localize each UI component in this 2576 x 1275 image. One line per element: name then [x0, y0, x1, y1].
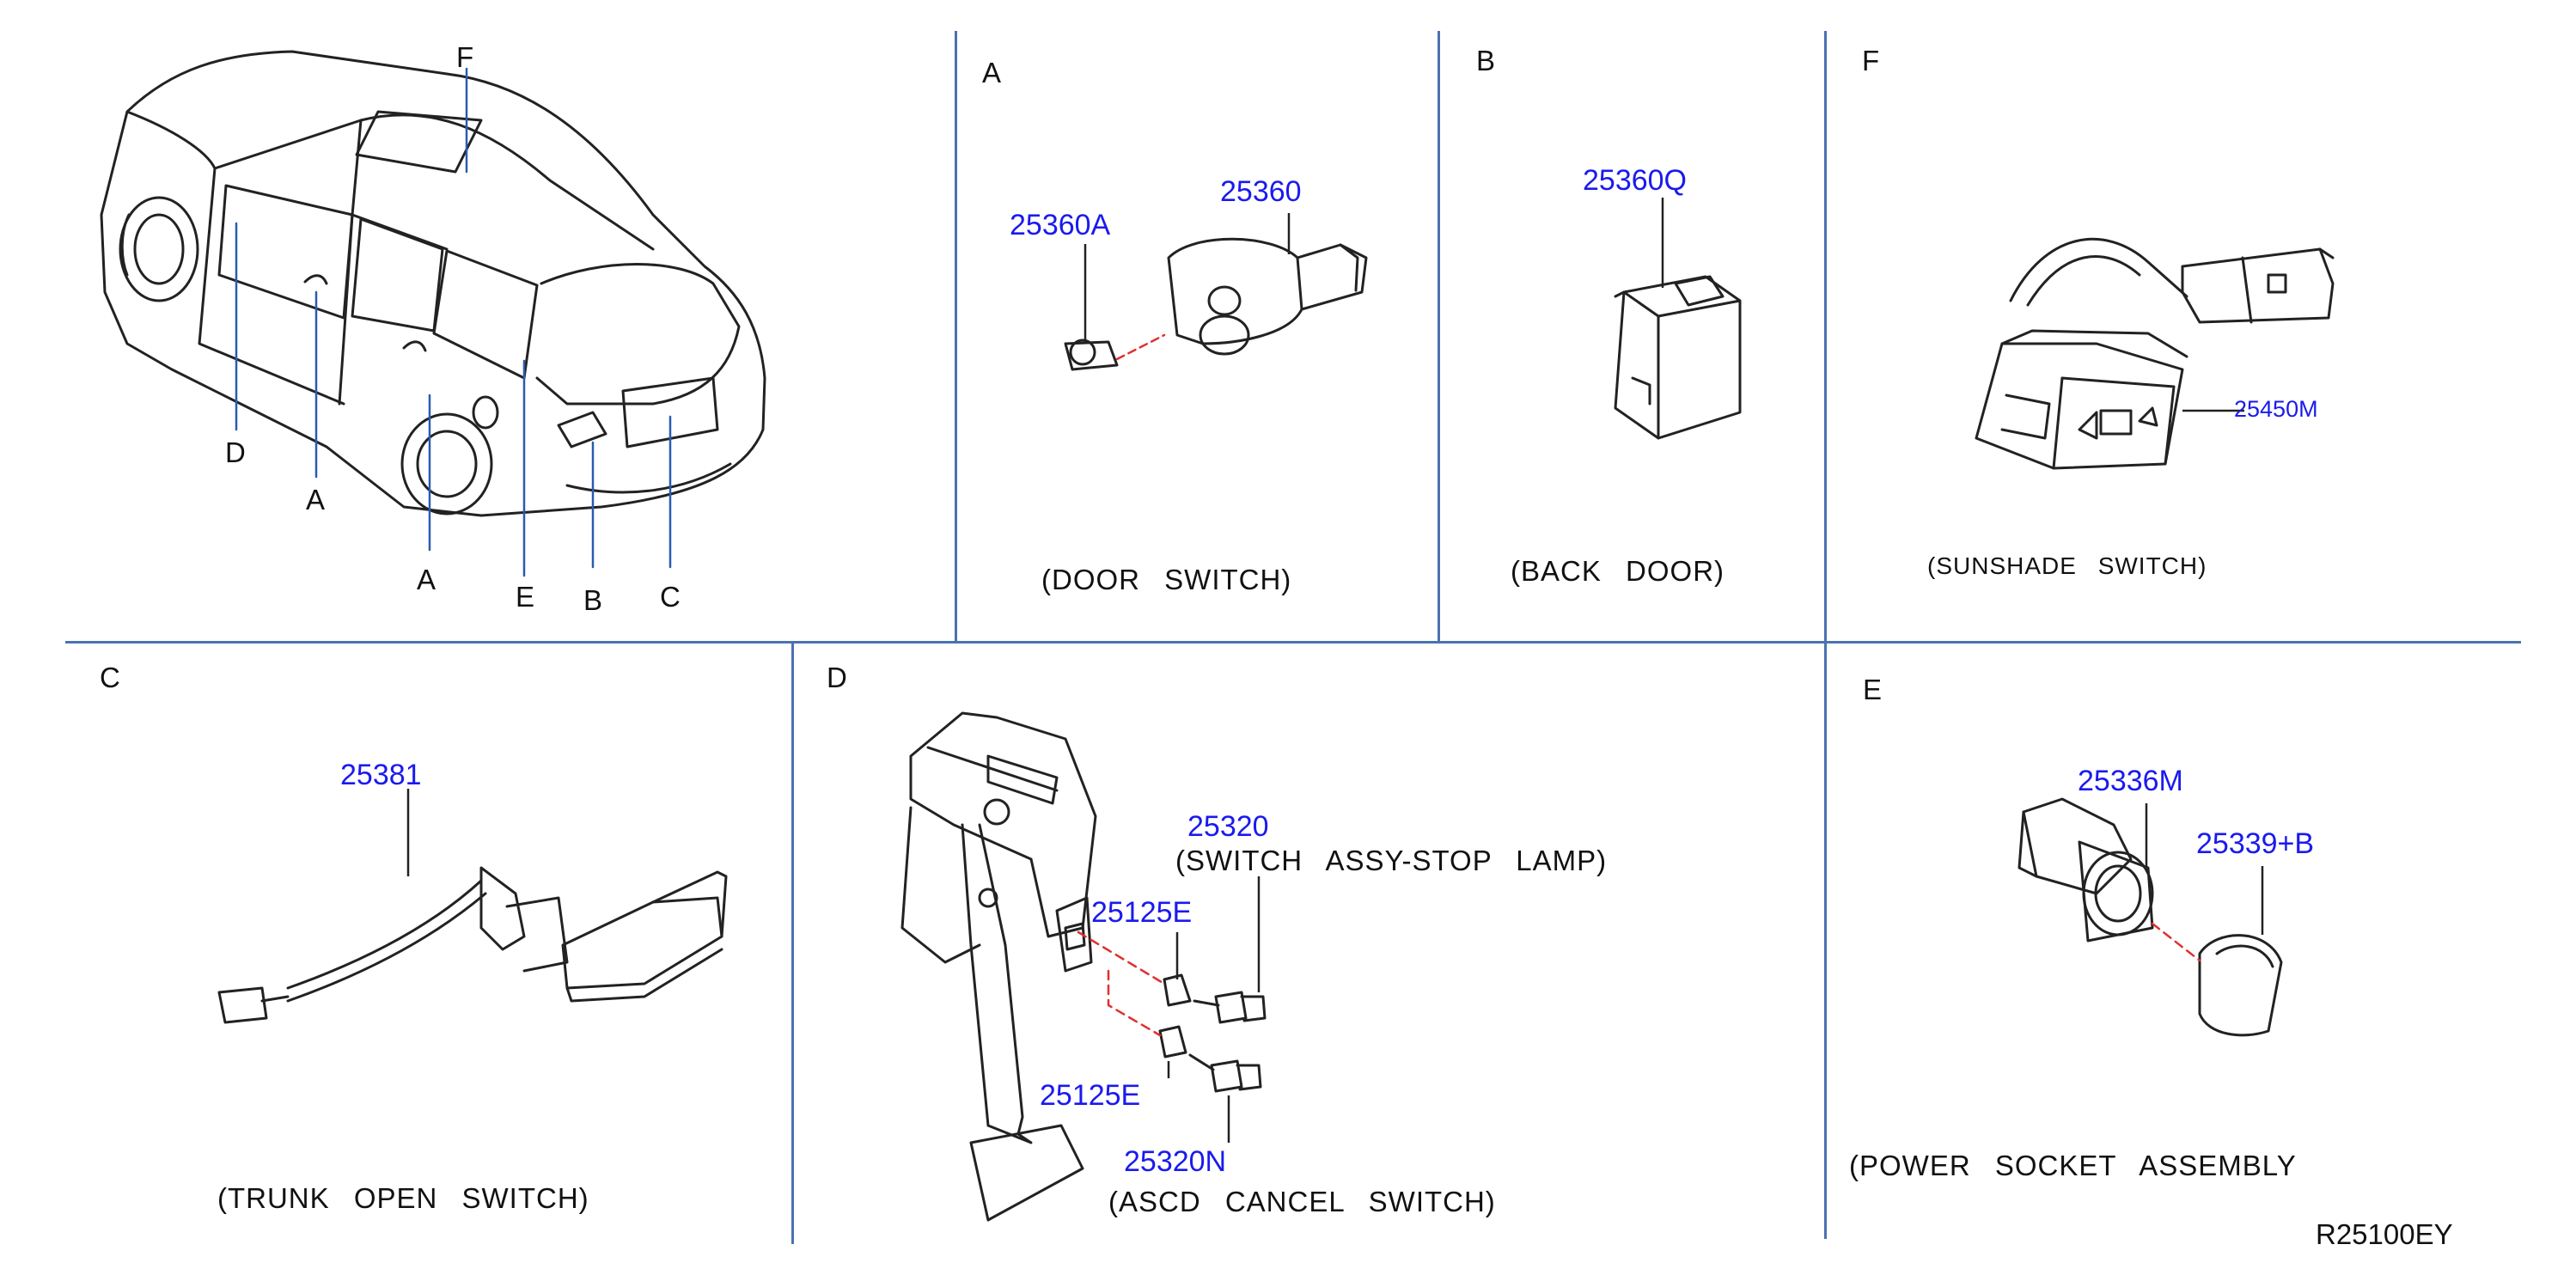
- divider-b-left: [1438, 31, 1440, 643]
- overview-callout-c: C: [660, 581, 681, 613]
- panel-e-letter: E: [1863, 674, 1883, 705]
- divider-horizontal: [65, 641, 2521, 644]
- caption-sunshade-switch: (SUNSHADE SWITCH): [1927, 552, 2207, 579]
- overview-callout-a-rear: A: [417, 564, 436, 595]
- divider-a-left: [955, 31, 957, 643]
- part-number-25339b: 25339+B: [2196, 827, 2315, 860]
- ascd-cancel-switch-drawing: [1158, 1025, 1262, 1093]
- door-switch-drawing: [1064, 237, 1368, 371]
- back-door-switch-drawing: [1614, 275, 1742, 440]
- panel-b-letter: B: [1476, 45, 1496, 76]
- part-number-25125e-lower: 25125E: [1040, 1079, 1141, 1112]
- part-number-25336m: 25336M: [2078, 765, 2183, 797]
- caption-back-door: (BACK DOOR): [1511, 555, 1725, 587]
- part-number-25360: 25360: [1220, 175, 1302, 208]
- panel-f-letter: F: [1862, 45, 1880, 76]
- part-number-25450m: 25450M: [2234, 396, 2318, 422]
- power-socket-drawing: [2017, 797, 2283, 1037]
- caption-power-socket-assembly: (POWER SOCKET ASSEMBLY: [1849, 1150, 2297, 1181]
- caption-trunk-open-switch: (TRUNK OPEN SWITCH): [217, 1182, 589, 1214]
- overview-callout-d: D: [225, 436, 246, 468]
- trunk-open-switch-drawing: [217, 866, 728, 1024]
- part-number-25360q: 25360Q: [1583, 164, 1687, 197]
- panel-a-letter: A: [982, 57, 1002, 88]
- caption-stop-lamp-switch: (SWITCH ASSY-STOP LAMP): [1175, 845, 1608, 876]
- part-number-25381: 25381: [340, 759, 422, 791]
- panel-c-letter: C: [100, 662, 120, 693]
- part-number-25320n: 25320N: [1124, 1145, 1227, 1178]
- stop-lamp-switch-drawing: [1163, 973, 1267, 1024]
- overview-callout-e: E: [516, 581, 535, 613]
- drawing-code: R25100EY: [2316, 1218, 2453, 1250]
- overview-callout-a-front: A: [306, 484, 326, 515]
- part-number-25360a: 25360A: [1010, 209, 1111, 241]
- caption-door-switch: (DOOR SWITCH): [1041, 564, 1292, 595]
- overview-callout-f: F: [456, 41, 474, 73]
- divider-d-left: [791, 643, 794, 1244]
- overview-callout-b: B: [583, 584, 603, 616]
- vehicle-illustration: [100, 50, 766, 517]
- caption-ascd-cancel-switch: (ASCD CANCEL SWITCH): [1108, 1186, 1496, 1217]
- panel-d-letter: D: [827, 662, 847, 693]
- divider-f-left: [1824, 31, 1827, 1239]
- pedal-assembly-drawing: [900, 711, 1097, 1222]
- part-number-25320: 25320: [1187, 810, 1269, 843]
- sunshade-switch-drawing: [1975, 237, 2335, 470]
- part-number-25125e-upper: 25125E: [1091, 896, 1193, 929]
